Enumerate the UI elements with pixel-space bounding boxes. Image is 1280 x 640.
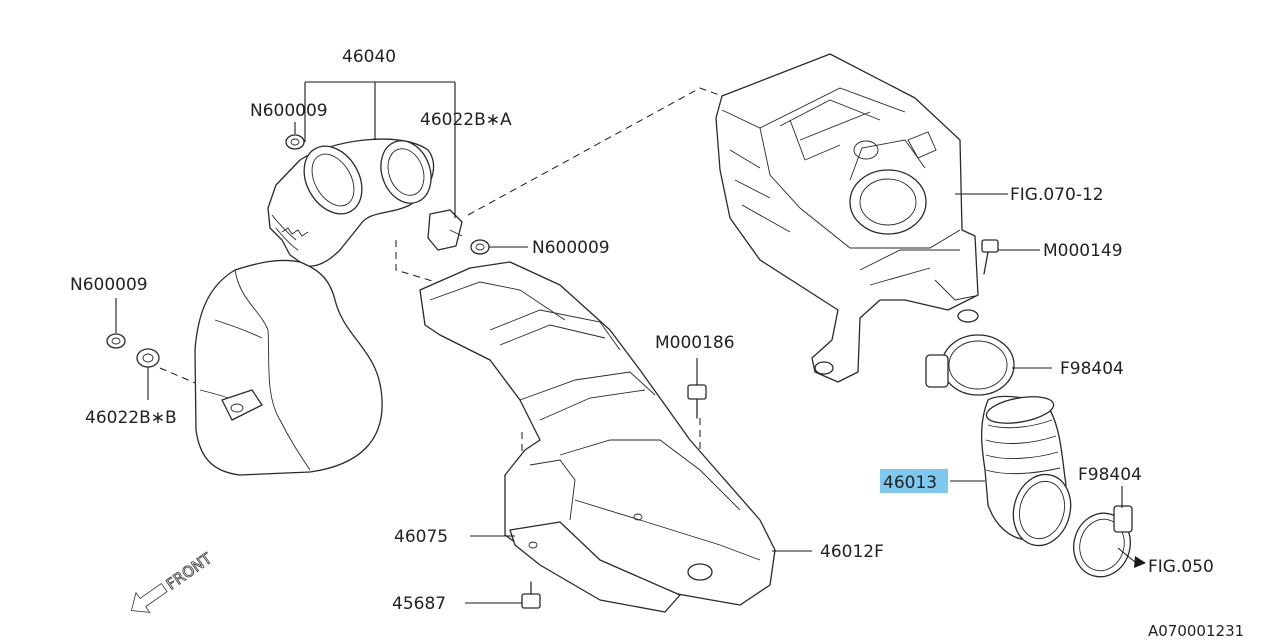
part-labels: 46040 N600009 46022B∗A N600009 N600009 4…	[70, 47, 1244, 640]
nut-n600009-left[interactable]	[106, 333, 126, 349]
hose-clamp-lower[interactable]	[1067, 505, 1138, 583]
duct-bracket-46075[interactable]	[509, 521, 681, 613]
air-intake-duct-46012F[interactable]	[419, 261, 776, 606]
label-46013-highlight	[880, 469, 948, 493]
clip-46022B-A[interactable]	[427, 209, 463, 251]
label-n600009-top[interactable]: N600009	[250, 101, 328, 121]
label-fig070-12[interactable]: FIG.070-12	[1010, 185, 1104, 205]
label-46075[interactable]: 46075	[394, 527, 448, 547]
label-46022B-A[interactable]: 46022B∗A	[420, 110, 512, 130]
arrow-right-icon	[1134, 556, 1146, 568]
label-n600009-mid[interactable]: N600009	[532, 238, 610, 258]
clip-46022B-B[interactable]	[136, 348, 160, 368]
label-f98404-top[interactable]: F98404	[1060, 359, 1124, 379]
front-label: FRONT	[163, 549, 216, 594]
air-intake-hose-46013[interactable]	[980, 392, 1079, 552]
nut-n600009-mid[interactable]	[470, 239, 490, 255]
bolt-45687[interactable]	[521, 581, 541, 609]
label-46013[interactable]: 46013	[883, 473, 937, 493]
resonator-chamber[interactable]	[194, 259, 383, 476]
label-46012F[interactable]: 46012F	[820, 542, 884, 562]
leader-lines	[115, 81, 1136, 604]
label-m000186[interactable]: M000186	[655, 333, 735, 353]
label-46040[interactable]: 46040	[342, 47, 396, 67]
bolt-m000186[interactable]	[687, 384, 707, 419]
label-46022B-B[interactable]: 46022B∗B	[85, 408, 177, 428]
air-intake-duct-46040[interactable]	[267, 134, 439, 267]
front-arrow-icon: FRONT	[130, 548, 216, 613]
nut-n600009-top[interactable]	[285, 134, 305, 150]
hose-clamp-upper[interactable]	[925, 334, 1015, 396]
air-cleaner-case[interactable]	[715, 53, 979, 383]
bolt-m000149[interactable]	[981, 239, 999, 275]
label-f98404-bottom[interactable]: F98404	[1078, 465, 1142, 485]
label-m000149[interactable]: M000149	[1043, 241, 1123, 261]
drawing-code: A070001231	[1148, 622, 1244, 640]
label-fig050[interactable]: FIG.050	[1148, 557, 1214, 577]
label-45687[interactable]: 45687	[392, 594, 446, 614]
label-n600009-left[interactable]: N600009	[70, 275, 148, 295]
